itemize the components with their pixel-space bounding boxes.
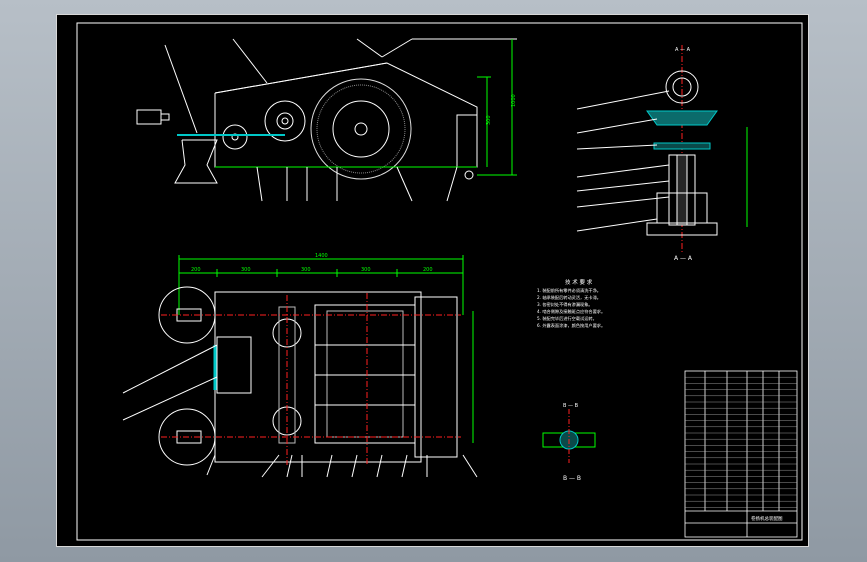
large-gear xyxy=(310,78,412,180)
plan-view-dimension-labels: 1400 200 300 300 300 200 xyxy=(191,253,433,273)
section-aa-view xyxy=(576,45,748,253)
dim-top-seg-5: 200 xyxy=(423,267,433,273)
dim-top-total: 1400 xyxy=(315,253,328,259)
drawing-sheet: 1000 300 xyxy=(56,14,809,547)
tech-req-line-4: 4. 啮合侧隙及接触斑点应符合要求。 xyxy=(537,308,605,315)
left-support xyxy=(174,139,218,184)
section-aa-caption: A — A xyxy=(674,255,693,262)
section-bb-label: B — B xyxy=(563,403,579,409)
tech-req-line-6: 6. 外露表面涂漆，颜色按用户要求。 xyxy=(537,322,605,329)
small-gear xyxy=(222,124,248,150)
technical-requirements: 技 术 要 求 1. 装配前所有零件必须清洗干净。 2. 轴承装配后转动灵活，无… xyxy=(537,278,605,329)
plan-view xyxy=(122,255,478,478)
dim-top-seg-4: 300 xyxy=(361,267,371,273)
motor xyxy=(136,109,162,125)
dim-side-height-1: 1000 xyxy=(511,94,517,107)
tech-req-line-1: 1. 装配前所有零件必须清洗干净。 xyxy=(537,287,601,294)
dim-top-seg-3: 300 xyxy=(301,267,311,273)
title-block-drawing-name: 卷扬机总装配图 xyxy=(751,515,783,522)
front-view xyxy=(136,38,517,202)
tech-req-line-2: 2. 轴承装配后转动灵活，无卡滞。 xyxy=(537,294,601,301)
medium-gear xyxy=(264,100,306,142)
section-aa-label: A — A xyxy=(675,47,691,53)
section-bb-view xyxy=(542,409,596,463)
inner-border xyxy=(76,22,803,541)
section-bb-caption: B — B xyxy=(563,475,581,482)
tech-req-line-3: 3. 各密封处不得有渗漏现象。 xyxy=(537,301,593,308)
tech-req-line-5: 5. 装配完毕后进行空载试运转。 xyxy=(537,315,597,322)
parts-list-rows xyxy=(685,377,797,508)
dim-top-seg-2: 300 xyxy=(241,267,251,273)
front-view-dimension-labels: 1000 300 xyxy=(486,94,517,125)
drawing-canvas: 1000 300 xyxy=(76,22,803,541)
dim-top-seg-1: 200 xyxy=(191,267,201,273)
parts-list-table xyxy=(684,370,798,538)
tech-req-title: 技 术 要 求 xyxy=(565,278,593,286)
main-drum xyxy=(314,304,416,444)
dim-side-height-2: 300 xyxy=(486,115,492,125)
housing-outline xyxy=(214,62,478,168)
